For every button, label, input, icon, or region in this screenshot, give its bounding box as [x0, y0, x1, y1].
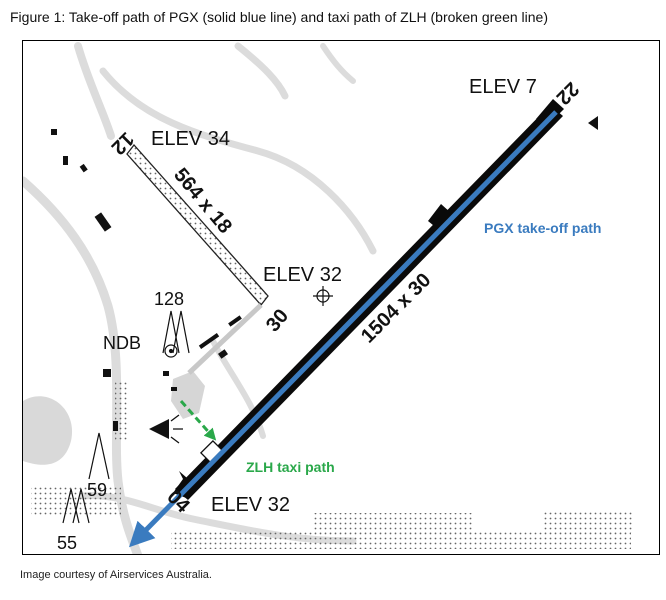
image-credit: Image courtesy of Airservices Australia. [20, 569, 212, 581]
buildings [51, 129, 242, 431]
ndb-label: NDB [103, 333, 141, 353]
elev-7-label: ELEV 7 [469, 76, 537, 98]
elev-34-label: ELEV 34 [151, 128, 230, 150]
taxiway-link [187, 303, 263, 375]
obstacle-mast-icons [62, 432, 110, 524]
aerodrome-chart: ELEV 7 22 ELEV 34 12 564 x 18 30 ELEV 32… [22, 40, 660, 555]
aerodrome-reference-point-icon [313, 286, 333, 306]
wind-indicator-icon [149, 414, 183, 444]
figure-caption: Figure 1: Take-off path of PGX (solid bl… [10, 9, 549, 25]
apron-area [171, 371, 205, 419]
elev-32-runway-04-label: ELEV 32 [211, 494, 290, 516]
aerodrome-chart-svg: ELEV 7 22 ELEV 34 12 564 x 18 30 ELEV 32… [23, 42, 633, 554]
pgx-takeoff-label: PGX take-off path [484, 220, 601, 236]
terrain-shading [23, 396, 73, 465]
obstacle-55-label: 55 [57, 533, 77, 553]
runway-12-30 [126, 143, 269, 375]
pgx-takeoff-path [128, 110, 558, 548]
elev-32-reference-label: ELEV 32 [263, 264, 342, 286]
ndb-icon [162, 310, 190, 358]
zlh-taxi-label: ZLH taxi path [246, 459, 335, 475]
wind-direction-triangle [588, 116, 598, 130]
stippled-areas [31, 381, 633, 549]
obstacle-59-label: 59 [87, 480, 107, 500]
runway-30-number: 30 [262, 305, 293, 336]
zlh-taxi-path [179, 400, 217, 441]
obstacle-128-label: 128 [154, 289, 184, 309]
